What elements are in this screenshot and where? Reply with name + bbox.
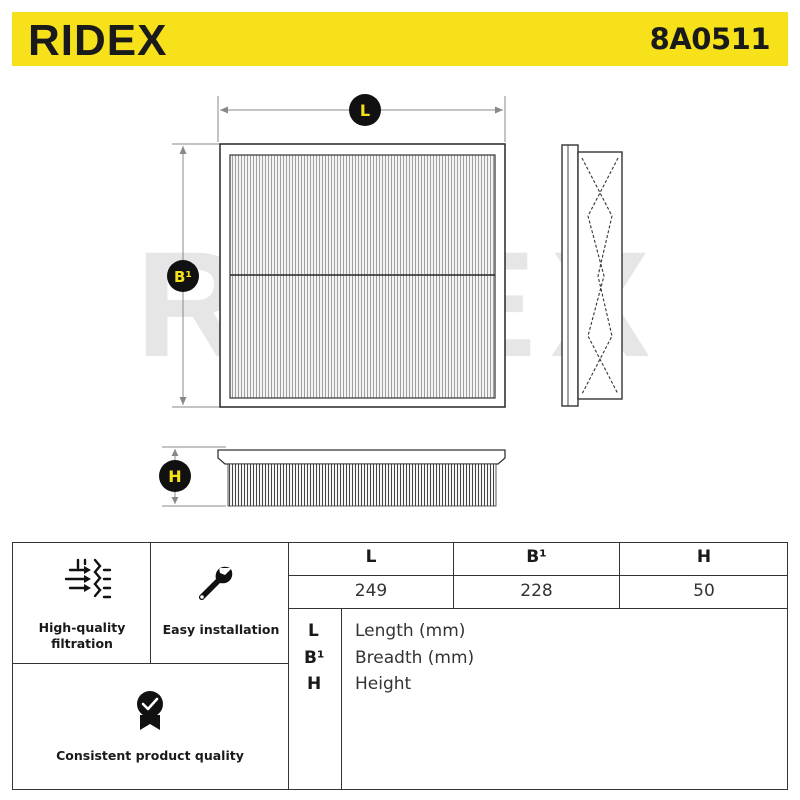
info-table: High-quality filtration Easy installatio…: [12, 542, 788, 790]
table-grid-lines: [12, 542, 788, 790]
wrench-icon: [198, 566, 233, 601]
length-dimension: L: [217, 94, 506, 142]
ridex-logo: RIDEX: [28, 16, 167, 63]
length-marker: L: [360, 101, 370, 120]
part-number: 8A0511: [649, 22, 771, 56]
legend-key-height: H: [307, 674, 322, 694]
header-bar: RIDEX 8A0511: [12, 12, 788, 66]
quality-badge-icon: [137, 691, 163, 730]
legend-label-height: Height: [355, 674, 412, 694]
spec-header-length: L: [365, 547, 377, 567]
height-dimension: H: [159, 446, 226, 507]
legend-key-breadth: B¹: [304, 648, 325, 668]
feature-label-filtration: High-quality filtration: [38, 620, 126, 651]
filter-side-view: [561, 144, 623, 407]
filter-top-view: [219, 143, 506, 408]
spec-header-height: H: [696, 547, 712, 567]
feature-label-installation: Easy installation: [162, 622, 280, 637]
spec-value-height: 50: [693, 581, 715, 601]
legend-key-length: L: [308, 621, 319, 641]
technical-drawing: RIDEX L B¹: [136, 94, 650, 507]
svg-text:RIDEX: RIDEX: [28, 16, 167, 63]
height-marker: H: [168, 467, 181, 486]
breadth-dimension: B¹: [167, 143, 220, 408]
breadth-marker: B¹: [174, 268, 192, 286]
feature-label-quality: Consistent product quality: [56, 748, 244, 763]
spec-value-breadth: 228: [520, 581, 553, 601]
legend-label-breadth: Breadth (mm): [355, 648, 475, 668]
spec-header-breadth: B¹: [526, 547, 547, 567]
filter-front-view: [217, 449, 506, 507]
spec-value-length: 249: [354, 581, 388, 601]
legend-label-length: Length (mm): [355, 621, 466, 641]
filtration-icon: [64, 558, 112, 599]
